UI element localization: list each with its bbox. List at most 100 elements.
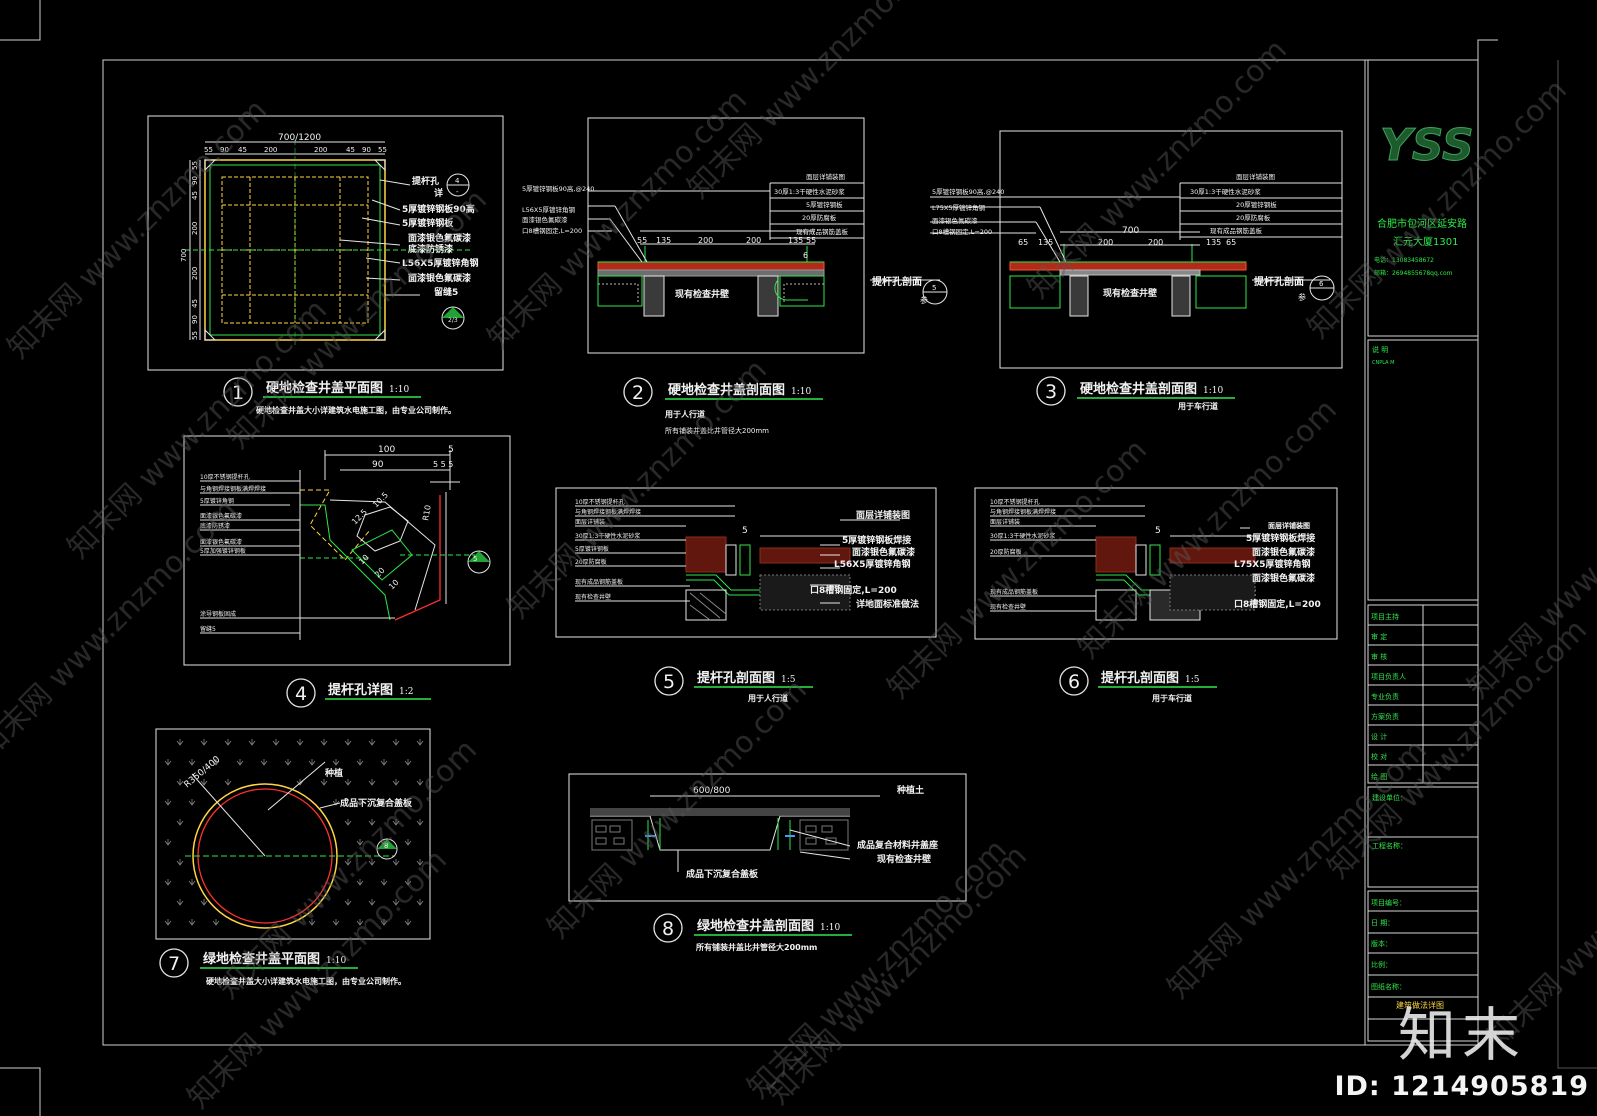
d2-dim: 55 [637, 236, 647, 245]
titleblock-info: 日 期： [1371, 919, 1394, 927]
d3-dim: 65 [1226, 238, 1236, 247]
grass-mark [368, 779, 376, 786]
d1-dim: 45 [191, 191, 199, 200]
d8-label: 成品下沉复合盖板 [686, 868, 759, 880]
titleblock-row: 专业负责 [1371, 692, 1399, 701]
grass-mark [404, 759, 412, 766]
d6-label: 30厚1:3干硬性水泥砂浆 [990, 532, 1055, 540]
titleblock-row: 项目主持 [1371, 612, 1399, 621]
d3-bottom-label: 现有检查井壁 [1103, 287, 1157, 299]
d2-cut-sub: 参 [920, 295, 928, 305]
grass-mark [404, 799, 412, 806]
d1-dim: 45 [191, 299, 199, 308]
d3-dim: 135 [1038, 238, 1053, 247]
grass-mark [224, 739, 232, 746]
site-watermark: 知末网 www.znzmo.com [761, 839, 1034, 1112]
d4-label: 涂导钢板固成 [200, 610, 236, 618]
d6-label: L75X5厚镀锌角钢 [1234, 558, 1310, 570]
d4-dim-top-right: 5 [448, 445, 454, 455]
detail-number-circle [1036, 376, 1066, 406]
d2-label: 20厚防腐板 [802, 213, 837, 222]
d3-label: 口8槽钢固定,L=200 [932, 227, 992, 236]
d5-label: 现有检查井壁 [575, 593, 611, 601]
titleblock-info: 图纸名称： [1371, 982, 1406, 991]
grass-mark [176, 859, 184, 866]
grass-mark [380, 799, 388, 806]
d6-dim: 5 [1155, 526, 1161, 536]
grass-mark [320, 779, 328, 786]
grass-hatch [164, 739, 424, 926]
d4-label: 面漆银色氟碳漆 [200, 512, 242, 520]
grass-mark [416, 859, 424, 866]
detail-number: 6 [1068, 671, 1080, 693]
detail-note: 所有铺装井盖比井管径大200mm [665, 426, 769, 435]
grass-mark [356, 919, 364, 926]
d4-label: 留缝5 [200, 625, 216, 633]
grass-mark [212, 759, 220, 766]
d1-dim: 55 [191, 331, 199, 340]
d2-label: 现有成品钢筋盖板 [796, 227, 849, 236]
d2-labels-left: 5厚镀锌钢板90高,@240 L56X5厚镀锌角钢 面漆银色氟碳漆 口8槽钢固定… [522, 184, 594, 235]
grass-mark [188, 919, 196, 926]
d1-dim: 55 [204, 146, 213, 154]
site-watermark: 知末网 www.znzmo.com [1321, 613, 1594, 886]
detail-6-section [974, 487, 1338, 640]
detail-title-text: 硬地检查井盖平面图 [266, 380, 383, 396]
detail-number-circle [1059, 666, 1089, 696]
titleblock-row: 设 计 [1371, 732, 1387, 741]
d5-label: 面层详铺装 [575, 518, 605, 526]
titleblock-info: 项目编号： [1371, 898, 1406, 907]
d2-cut-ref: 5 [932, 284, 936, 292]
site-watermark: 知末网 www.znzmo.com [1161, 733, 1434, 1006]
d2-cut-label: 提杆孔剖面 [872, 275, 922, 288]
d3-cut-sub: 参 [1298, 292, 1306, 302]
d1-label: 面漆银色氟碳漆 [408, 232, 471, 244]
d3-label: 20厚防腐板 [1236, 213, 1271, 222]
d3-label: L75X5厚镀锌角钢 [932, 203, 985, 212]
d2-label: 5厚镀锌钢板90高,@240 [522, 184, 594, 193]
d1-dim: 200 [191, 267, 199, 280]
grass-mark [344, 899, 352, 906]
detail-title-text: 绿地检查井盖平面图 [203, 951, 320, 967]
d6-labels-right: 面层详铺装图 5厚镀锌钢板焊接 面漆银色氟碳漆 L75X5厚镀锌角钢 面漆银色氟… [1234, 521, 1321, 610]
d5-label: 5厚镀锌钢板焊接 [842, 534, 911, 546]
d5-labels-left: 10厚不锈钢提杆孔 与角钢焊接钢板满焊焊接 面层详铺装 30厚1:3干硬性水泥砂… [575, 498, 641, 601]
d1-ref-mark: - [456, 188, 459, 196]
detail-8-section [568, 773, 967, 902]
d6-label: 5厚镀锌钢板焊接 [1246, 532, 1315, 544]
d1-dims-top: 55 90 45 200 200 45 90 55 [204, 146, 387, 154]
d1-dim: 90 [191, 315, 199, 324]
d4-mark: 10.5 [371, 490, 390, 509]
detail-note: 用于车行道 [1151, 693, 1192, 703]
d5-dim: 5 [742, 526, 748, 536]
d1-dim: 45 [238, 146, 247, 154]
d3-dims: 65 135 200 200 135 65 [1018, 238, 1236, 247]
grass-mark [356, 759, 364, 766]
grass-mark [404, 839, 412, 846]
grass-mark [164, 879, 172, 886]
titleblock-phone: 电话：13083458672 [1374, 256, 1434, 264]
d6-label: 与角钢焊接钢板满焊焊接 [990, 508, 1056, 516]
d4-label: 面漆银色氟碳漆 [200, 538, 242, 546]
d8-dim: 600/800 [693, 786, 731, 796]
d4-label: 与角钢焊接钢板满焊焊接 [200, 485, 266, 493]
d6-label: 现有检查井壁 [990, 603, 1026, 611]
detail-number: 1 [232, 382, 244, 404]
d2-dim: 200 [746, 236, 761, 245]
d4-mark: 12.5 [350, 507, 369, 526]
detail-number-circle [654, 666, 684, 696]
d5-label: 30厚1:3干硬性水泥砂浆 [575, 532, 640, 540]
grass-mark [236, 759, 244, 766]
d3-label: 面层详铺装图 [1236, 172, 1275, 181]
detail-scale: 1:10 [1203, 386, 1223, 396]
detail-scale: 1:10 [820, 923, 840, 933]
d2-label: 5厚镀锌钢板 [806, 200, 843, 209]
d6-label: 面层详铺装 [990, 518, 1020, 526]
d6-label: 面漆银色氟碳漆 [1252, 572, 1315, 584]
grass-mark [260, 759, 268, 766]
d2-label: 面漆银色氟碳漆 [522, 215, 568, 224]
grass-mark [296, 779, 304, 786]
d4-labels: 10厚不锈钢提杆孔 与角钢焊接钢板满焊焊接 5厚镀锌角钢 面漆银色氟碳漆 底漆防… [200, 473, 266, 633]
